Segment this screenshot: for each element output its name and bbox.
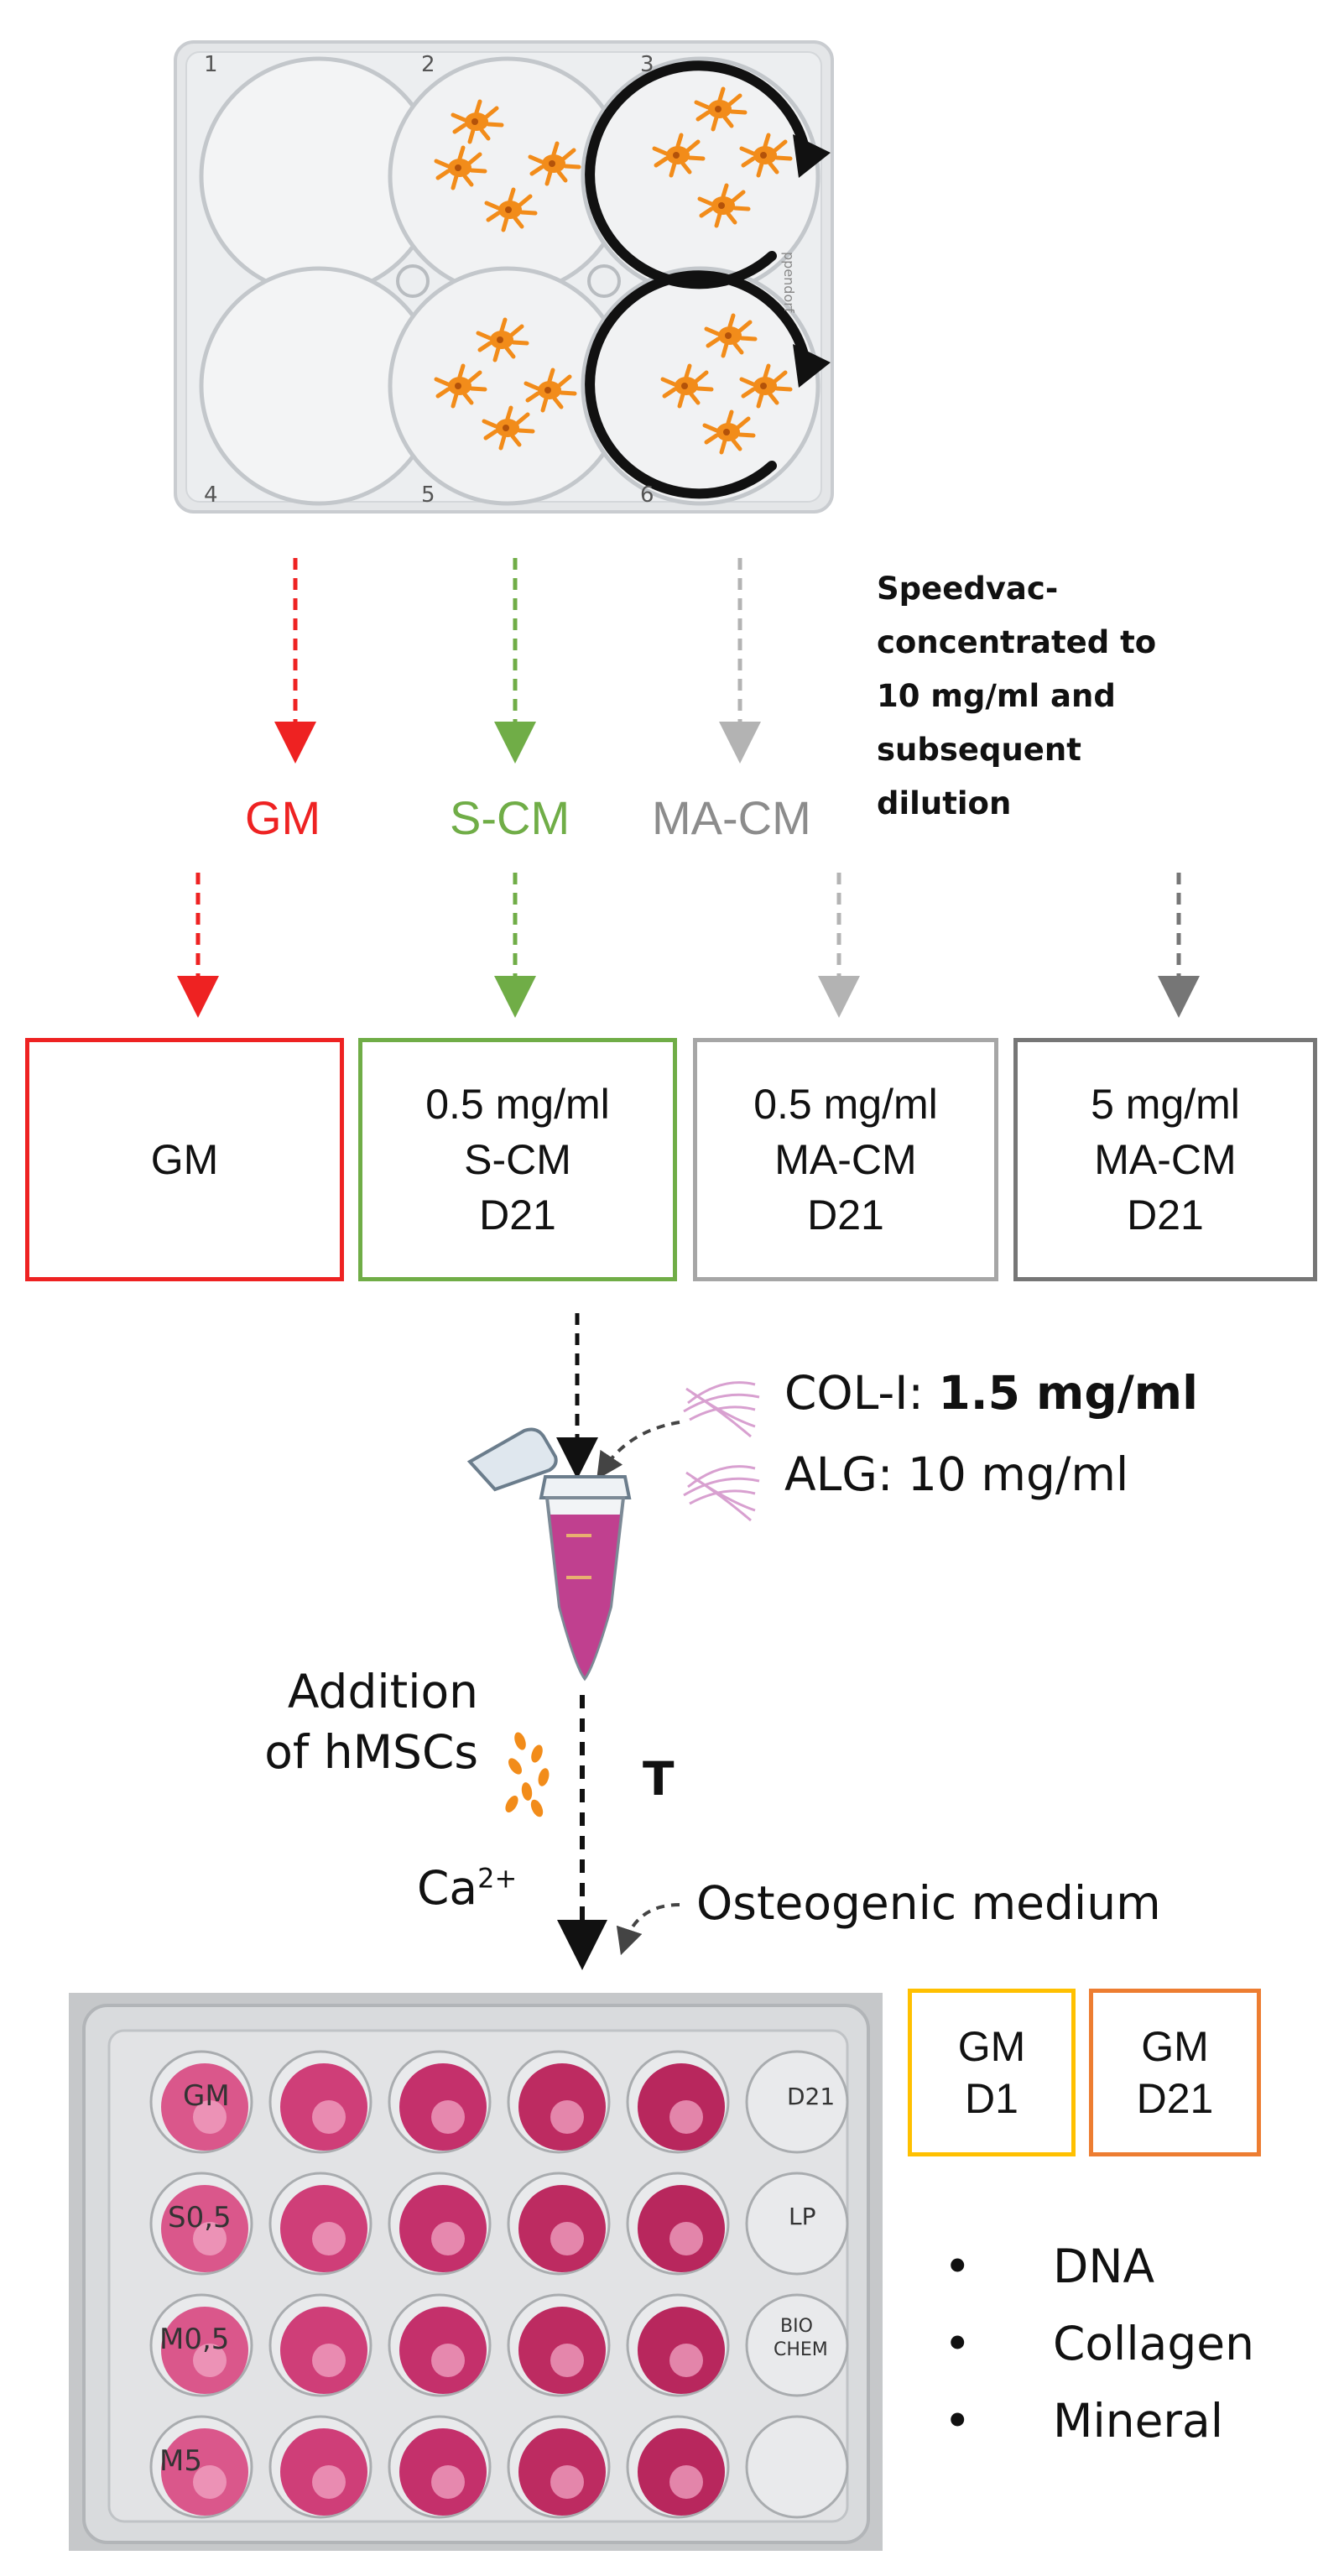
hydrogel-disc [431,2222,465,2255]
hydrogel-disc [669,2100,703,2134]
hydrogel-disc [312,2222,346,2255]
analysis-item: •DNA [944,2240,1155,2293]
eppendorf-tube-icon [466,1427,632,1682]
well-rim [745,2293,849,2397]
hydrogel-disc [193,2222,227,2255]
analysis-list: •DNA •Collagen •Mineral [944,2228,1254,2459]
well-number: 1 [204,52,218,77]
t-label: T [643,1752,675,1806]
hydrogel-disc [312,2465,346,2499]
condition-box-gm: GM [25,1038,344,1281]
well-rim [745,2415,849,2519]
well-number: 3 [640,52,654,77]
hydrogel-disc [550,2222,584,2255]
analysis-item: •Mineral [944,2394,1224,2448]
hydrogel-disc [669,2222,703,2255]
plate-label: D21 [787,2083,836,2110]
label-scm: S-CM [450,791,570,844]
hydrogel-disc [550,2465,584,2499]
plate-label: GM [183,2079,230,2113]
alg-label: ALG: 10 mg/ml [784,1447,1129,1501]
osteogenic-medium-label: Osteogenic medium [696,1876,1161,1930]
plate-label: BIO [780,2316,813,2337]
well-number: 6 [640,482,654,508]
six-well-plate [174,40,834,514]
fiber-icon [683,1381,760,1522]
hydrogel-disc [431,2465,465,2499]
hydrogel-disc [550,2344,584,2377]
plate-brand: ppendorf [781,252,797,313]
plate-label: S0,5 [168,2201,232,2234]
label-gm: GM [245,791,321,844]
plate-label: CHEM [774,2339,828,2360]
hydrogel-disc [431,2344,465,2377]
well-rim [745,2050,849,2154]
well-number: 4 [204,482,218,508]
wells-24 [149,2050,849,2519]
calcium-label: Ca2+ [417,1861,518,1915]
hydrogel-disc [669,2344,703,2377]
well-rim [745,2172,849,2276]
label-macm: MA-CM [652,791,811,844]
hydrogel-disc [193,2465,227,2499]
plate-label: M5 [159,2444,202,2478]
col-i-label: COL-I: 1.5 mg/ml [784,1366,1198,1420]
plate-label: LP [789,2203,816,2230]
plate-label: M0,5 [159,2323,230,2356]
cells-icon [505,1732,550,1817]
analysis-item: •Collagen [944,2317,1254,2370]
hydrogel-disc [312,2344,346,2377]
hydrogel-disc [550,2100,584,2134]
hydrogel-disc [193,2344,227,2377]
hydrogel-disc [193,2100,227,2134]
rotation-arrow-icon [585,60,810,499]
well-number: 2 [421,52,435,77]
hydrogel-disc [669,2465,703,2499]
well-number: 5 [421,482,435,508]
hydrogel-disc [431,2100,465,2134]
hydrogel-disc [312,2100,346,2134]
